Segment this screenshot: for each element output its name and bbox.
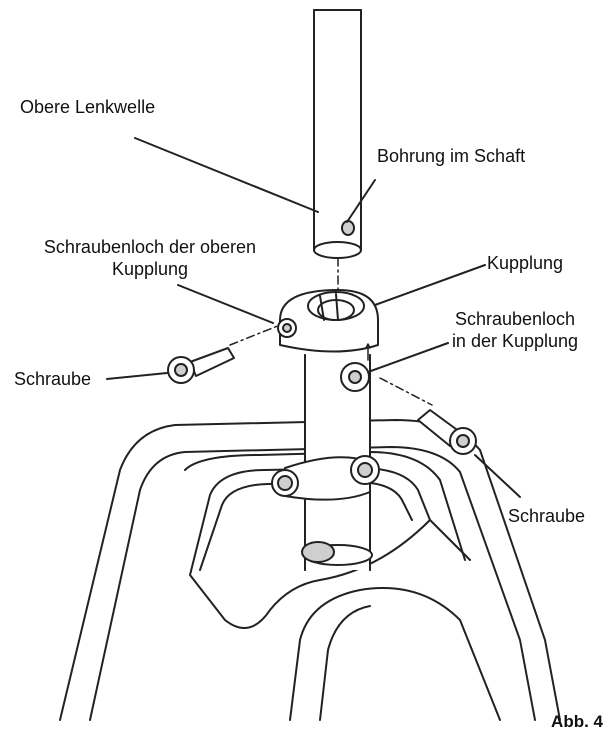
screw-left: [167, 347, 235, 384]
label-upper-hole: Schraubenloch der oberen Kupplung: [10, 236, 290, 280]
label-screw-right: Schraube: [508, 506, 586, 526]
leader-lines: [106, 137, 521, 498]
screw-right: [417, 409, 477, 455]
label-bore: Bohrung im Schaft: [377, 146, 526, 166]
label-coupling-hole-line2: in der Kupplung: [451, 331, 579, 351]
label-upper-shaft: Obere Lenkwelle: [20, 97, 156, 117]
label-screw-left: Schraube: [14, 369, 92, 389]
label-coupling: Kupplung: [487, 253, 564, 273]
label-coupling-hole: Schraubenloch in der Kupplung: [425, 308, 605, 352]
label-upper-hole-line2: Kupplung: [111, 259, 189, 279]
figure-caption: Abb. 4: [551, 712, 603, 731]
label-coupling-hole-line1: Schraubenloch: [454, 309, 576, 329]
upper-shaft: [313, 9, 362, 259]
lower-clamp: [271, 455, 380, 501]
coupling: [277, 289, 379, 392]
label-upper-hole-line1: Schraubenloch der oberen: [43, 237, 257, 257]
